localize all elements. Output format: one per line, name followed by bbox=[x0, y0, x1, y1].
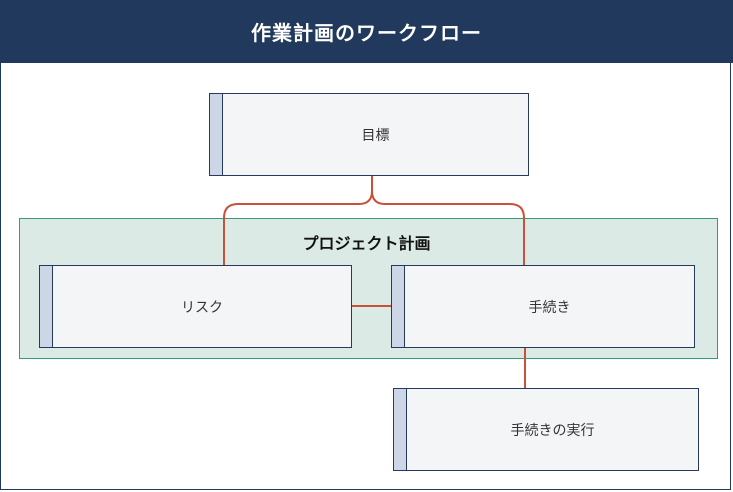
node-procedure-label: 手続き bbox=[528, 299, 571, 316]
node-accent-stripe bbox=[210, 94, 223, 175]
node-risk[interactable]: リスク bbox=[39, 265, 352, 348]
node-goal-label: 目標 bbox=[361, 127, 390, 144]
node-accent-stripe bbox=[40, 266, 53, 347]
title-bar: 作業計画のワークフロー bbox=[0, 0, 733, 63]
node-procedure[interactable]: 手続き bbox=[391, 265, 695, 348]
node-goal[interactable]: 目標 bbox=[209, 93, 529, 176]
node-risk-label: リスク bbox=[181, 299, 223, 316]
group-label: プロジェクト計画 bbox=[302, 234, 431, 253]
diagram-title: 作業計画のワークフロー bbox=[251, 21, 482, 45]
connector-goal-branches bbox=[223, 176, 525, 266]
node-execution[interactable]: 手続きの実行 bbox=[393, 388, 699, 471]
node-execution-label: 手続きの実行 bbox=[510, 422, 595, 439]
node-accent-stripe bbox=[392, 266, 405, 347]
node-accent-stripe bbox=[394, 389, 407, 470]
